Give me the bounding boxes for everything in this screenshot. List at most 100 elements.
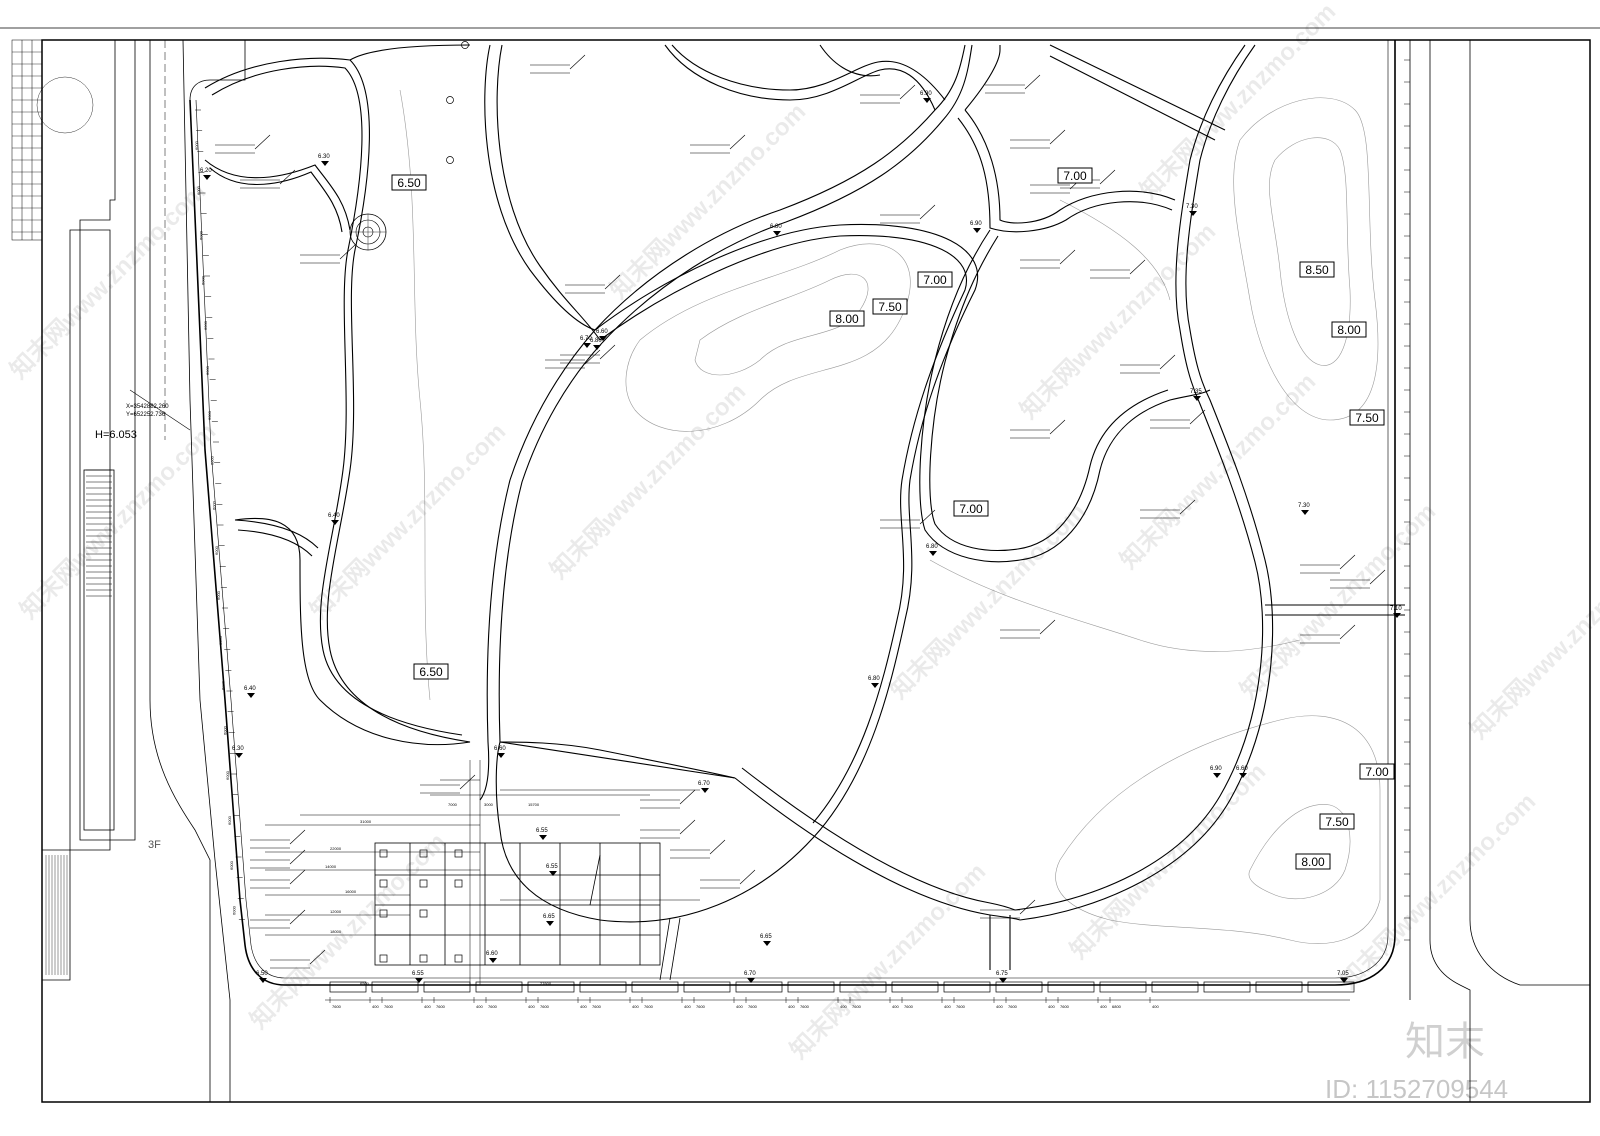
svg-text:7.30: 7.30 bbox=[1298, 503, 1310, 509]
dimension-text: 7600 bbox=[696, 1004, 706, 1009]
svg-text:6.30: 6.30 bbox=[318, 154, 330, 160]
svg-text:6.65: 6.65 bbox=[543, 914, 555, 920]
svg-text:6.60: 6.60 bbox=[596, 329, 608, 335]
fence-dimension: 6000 bbox=[216, 590, 221, 600]
elevation-label: 7.50 bbox=[872, 298, 908, 315]
spot-level: 7.35 bbox=[1190, 389, 1202, 401]
fence-dimension: 6000 bbox=[223, 725, 228, 735]
watermark-text: 知末网www.znzmo.com bbox=[545, 378, 751, 584]
fence-dimension: 6000 bbox=[203, 320, 208, 330]
dimension-text: 400 bbox=[996, 1004, 1003, 1009]
svg-text:6.80: 6.80 bbox=[770, 224, 782, 230]
dimension-text: 7600 bbox=[800, 1004, 810, 1009]
spot-level: 6.70 bbox=[698, 781, 710, 793]
right-fence-ticks bbox=[1404, 59, 1410, 941]
dimension-text: 7600 bbox=[540, 1004, 550, 1009]
spot-level: 6.80 bbox=[590, 338, 602, 350]
spot-level: 6.70 bbox=[744, 971, 756, 983]
svg-text:8.50: 8.50 bbox=[1305, 263, 1329, 277]
spot-level: 6.80 bbox=[926, 544, 938, 556]
svg-text:7.00: 7.00 bbox=[1063, 169, 1087, 183]
spot-level: 6.75 bbox=[996, 971, 1008, 983]
svg-text:8.00: 8.00 bbox=[1337, 323, 1361, 337]
spot-level: 6.70 bbox=[580, 336, 592, 348]
fence-dimension: 6000 bbox=[227, 815, 232, 825]
elevation-label: 7.00 bbox=[1057, 167, 1093, 184]
spot-level: 6.80 bbox=[770, 224, 782, 236]
plaza-dimension: 16000 bbox=[345, 889, 357, 894]
fence-dimension: 6000 bbox=[205, 365, 210, 375]
plaza-dimension: 15700 bbox=[528, 802, 540, 807]
elevation-label: 7.00 bbox=[917, 271, 953, 288]
circular-feature bbox=[349, 213, 387, 251]
plaza-dimension: 7000 bbox=[448, 802, 458, 807]
site-boundary bbox=[189, 40, 1590, 1102]
dimension-text: 7600 bbox=[644, 1004, 654, 1009]
watermark-text: 知末网www.znzmo.com bbox=[5, 178, 211, 384]
spot-level: 7.30 bbox=[1186, 204, 1198, 216]
watermark-text: 知末网www.znzmo.com bbox=[245, 828, 451, 1034]
spot-level: 6.50 bbox=[256, 971, 268, 983]
watermarks: 知末网www.znzmo.com知末网www.znzmo.com知末网www.z… bbox=[5, 0, 1600, 1064]
svg-text:6.80: 6.80 bbox=[926, 544, 938, 550]
fence-dimension: 6000 bbox=[218, 635, 223, 645]
plaza-structure bbox=[374, 842, 681, 981]
watermark-text: 知末网www.znzmo.com bbox=[15, 418, 221, 624]
svg-text:7.05: 7.05 bbox=[1337, 971, 1349, 977]
fence-dimension: 6000 bbox=[207, 410, 212, 420]
svg-text:6.55: 6.55 bbox=[412, 971, 424, 977]
svg-text:6.90: 6.90 bbox=[1210, 766, 1222, 772]
spot-level: 7.30 bbox=[1298, 503, 1310, 515]
legend-grid-rows bbox=[12, 51, 42, 233]
svg-text:6.55: 6.55 bbox=[536, 828, 548, 834]
plaza-dim-lines bbox=[265, 760, 700, 985]
svg-text:6.90: 6.90 bbox=[970, 221, 982, 227]
svg-text:6.55: 6.55 bbox=[546, 864, 558, 870]
spot-level: 6.65 bbox=[760, 934, 772, 946]
annotation-leaders bbox=[215, 54, 1386, 969]
dimension-text: 400 bbox=[424, 1004, 431, 1009]
dimension-text: 7600 bbox=[852, 1004, 862, 1009]
spot-level: 7.10 bbox=[1390, 606, 1402, 618]
dimension-text: 400 bbox=[1100, 1004, 1107, 1009]
building-height-label: H=6.053 bbox=[95, 429, 137, 441]
spot-level: 6.65 bbox=[543, 914, 555, 926]
fence-dimension: 6000 bbox=[225, 770, 230, 780]
svg-text:6.70: 6.70 bbox=[580, 336, 592, 342]
plaza-squares bbox=[379, 849, 463, 963]
parking-bays bbox=[329, 981, 1355, 993]
plaza-dimension: 22000 bbox=[330, 846, 342, 851]
watermark-id: ID: 1152709544 bbox=[1325, 1074, 1508, 1104]
elevation-label: 7.00 bbox=[1359, 763, 1395, 780]
stair-stripes bbox=[45, 855, 68, 975]
spot-level: 6.60 bbox=[1236, 766, 1248, 778]
fence-dimension: 6000 bbox=[209, 455, 214, 465]
dimension-text: 7600 bbox=[1008, 1004, 1018, 1009]
watermark-text: 知末网www.znzmo.com bbox=[1135, 0, 1341, 204]
watermark-logo: 知末 bbox=[1405, 1019, 1485, 1065]
plaza-dimension: 12000 bbox=[330, 909, 342, 914]
fence-dimension: 6000 bbox=[194, 140, 199, 150]
svg-text:6.70: 6.70 bbox=[744, 971, 756, 977]
park-paths bbox=[204, 44, 1405, 970]
plaza-dimension: 31000 bbox=[360, 819, 372, 824]
dimension-text: 400 bbox=[580, 1004, 587, 1009]
building-coordinate-x: X=3542882.260 bbox=[126, 404, 169, 410]
svg-text:6.70: 6.70 bbox=[698, 781, 710, 787]
watermark-text: 知末网www.znzmo.com bbox=[1065, 758, 1271, 964]
elevation-label: 8.00 bbox=[829, 310, 865, 327]
spot-level: 6.55 bbox=[412, 971, 424, 983]
contour-lines bbox=[399, 89, 1381, 944]
watermark-text: 知末网www.znzmo.com bbox=[785, 858, 991, 1064]
dimension-text: 7600 bbox=[436, 1004, 446, 1009]
fence-dim-texts: 6000 6000 6000 6000 6000 6000 6000 6000 6000 6000… bbox=[194, 140, 236, 915]
dimension-text: 6800 bbox=[1112, 1004, 1122, 1009]
svg-text:6.20: 6.20 bbox=[200, 168, 212, 174]
spot-level: 6.90 bbox=[1210, 766, 1222, 778]
fence-dimension: 6000 bbox=[229, 860, 234, 870]
dimension-text: 400 bbox=[1048, 1004, 1055, 1009]
spot-level: 6.80 bbox=[868, 676, 880, 688]
